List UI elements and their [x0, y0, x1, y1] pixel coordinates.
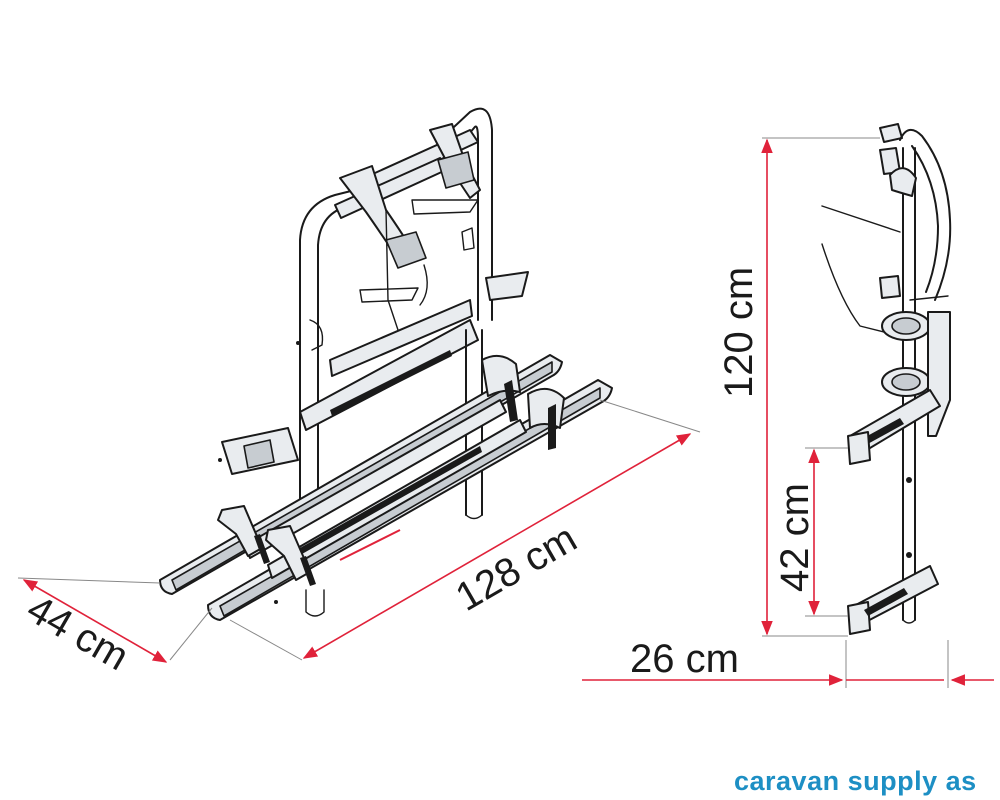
dimension-label-26: 26 cm [630, 637, 739, 681]
dimension-arrow-44 [22, 579, 168, 663]
dimension-arrow-128 [302, 433, 692, 659]
dimension-26cm: 26 cm [582, 637, 994, 688]
dimension-label-120: 120 cm [717, 267, 761, 398]
dimension-label-44: 44 cm [20, 587, 136, 680]
brand-logo-text: caravan supply as [734, 766, 977, 796]
dimension-120cm: 120 cm [717, 137, 880, 637]
rack-side-view [821, 123, 952, 635]
dimension-42cm: 42 cm [773, 447, 848, 617]
dimension-label-42: 42 cm [773, 483, 817, 592]
dimension-44cm: 44 cm [17, 577, 213, 680]
dimension-label-128: 128 cm [449, 516, 585, 620]
